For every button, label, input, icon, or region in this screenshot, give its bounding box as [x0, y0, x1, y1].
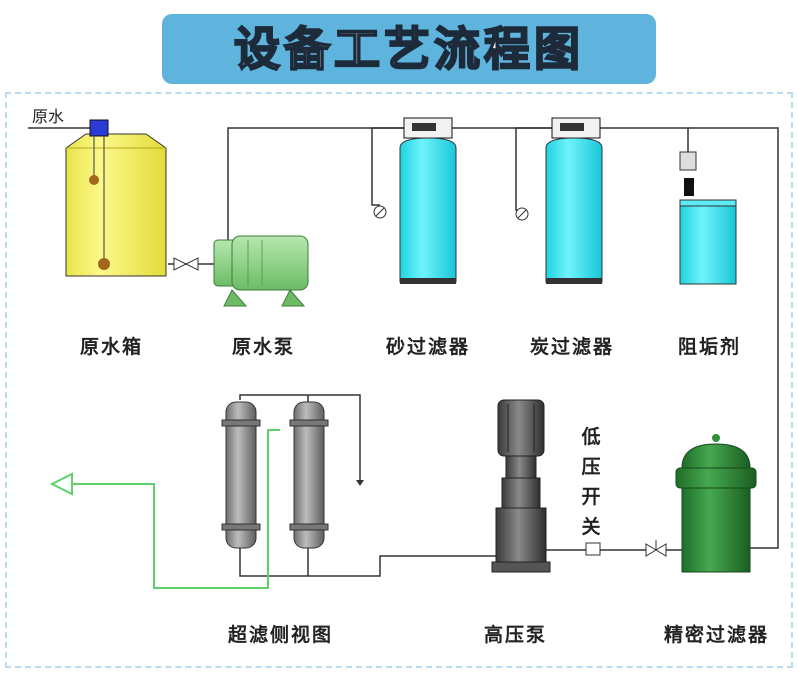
high-pressure-pump — [491, 399, 551, 573]
raw-water-tank-label: 原水箱 — [80, 336, 144, 358]
pipe-network — [28, 127, 779, 577]
uf-side-view-label: 超滤侧视图 — [228, 624, 334, 646]
high-pressure-pump-label: 高压泵 — [484, 624, 548, 646]
title-banner: 设备工艺流程图 — [162, 14, 656, 84]
low-pressure-switch-char: 压 — [581, 456, 601, 478]
inlet-label: 原水 — [32, 107, 65, 126]
uf-modules — [221, 401, 364, 549]
low-pressure-switch — [585, 542, 601, 556]
uf-concentrate-pipe — [239, 394, 361, 480]
pump-to-uf-pipe — [239, 548, 496, 577]
carbon-filter-label: 炭过滤器 — [530, 336, 615, 358]
pump-riser-pipe — [227, 127, 420, 246]
low-pressure-switch-char: 开 — [581, 486, 601, 508]
low-pressure-switch-label: 低 压 开 关 — [580, 422, 602, 542]
antiscalant-label: 阻垢剂 — [678, 336, 742, 358]
valve-icon — [173, 257, 199, 271]
right-riser-pipe — [688, 127, 779, 549]
antiscalant-dosing — [679, 151, 737, 285]
precision-filter-label: 精密过滤器 — [664, 624, 770, 646]
valve-icon — [645, 540, 667, 557]
sand-filter-label: 砂过滤器 — [386, 336, 471, 358]
low-pressure-switch-char: 关 — [581, 516, 601, 538]
raw-water-pump — [213, 235, 309, 307]
low-pressure-switch-char: 低 — [581, 426, 601, 448]
dosing-pump-icon — [679, 151, 697, 171]
float-ball-icon — [98, 258, 110, 270]
precision-filter — [675, 434, 757, 573]
page-title: 设备工艺流程图 — [233, 21, 584, 77]
sand-filter — [373, 117, 457, 284]
product-water-line — [49, 429, 280, 589]
product-outlet-arrow-icon — [49, 472, 73, 496]
level-sensor-icon — [89, 119, 109, 137]
raw-water-pump-label: 原水泵 — [232, 336, 296, 358]
carbon-filter — [515, 117, 603, 284]
header-pipe-2 — [592, 127, 689, 152]
float-ball-icon — [89, 175, 99, 185]
diagram-frame — [5, 92, 793, 668]
raw-water-tank — [65, 119, 167, 277]
